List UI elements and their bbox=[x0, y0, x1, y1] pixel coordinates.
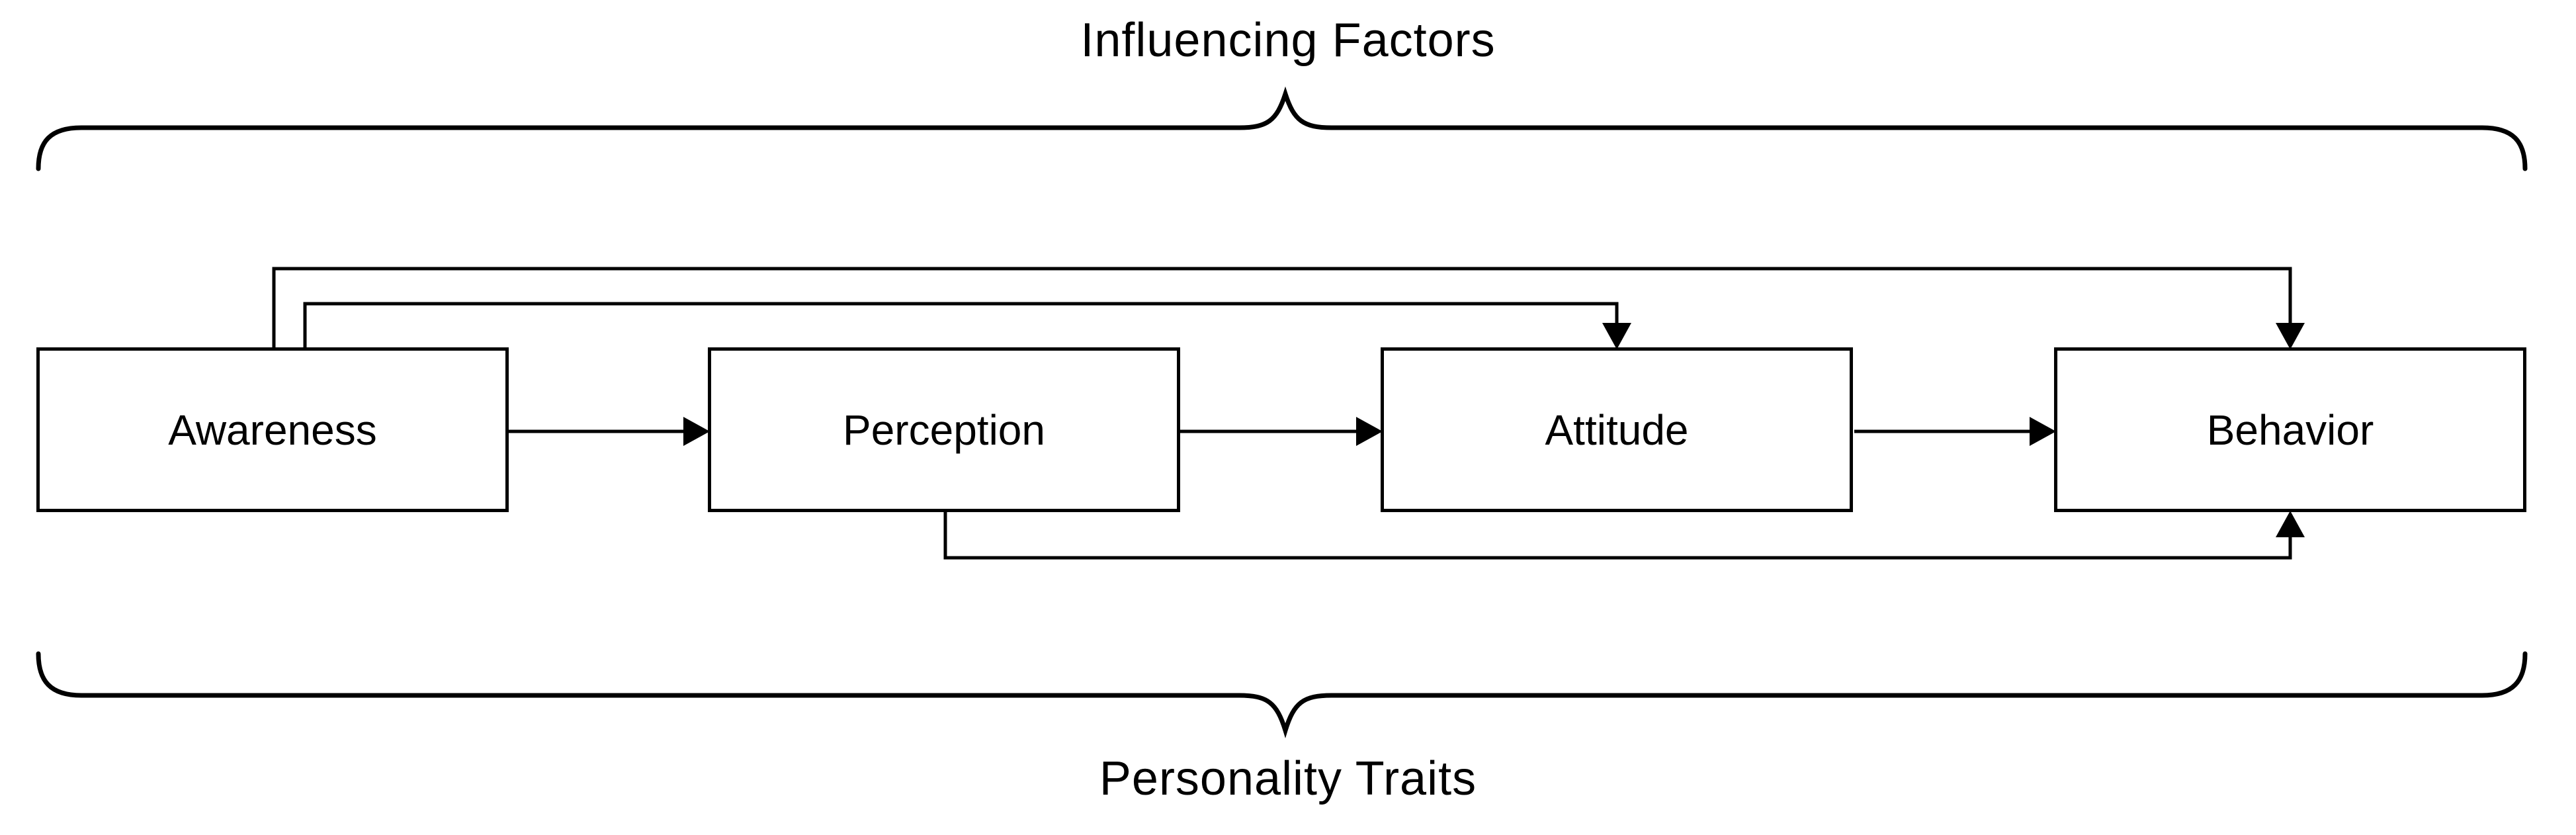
node-awareness: Awareness bbox=[36, 347, 509, 512]
node-attitude: Attitude bbox=[1381, 347, 1853, 512]
edge-awareness-attitude-top bbox=[303, 302, 1619, 349]
top-curly-brace bbox=[36, 86, 2528, 171]
arrowhead-down-icon bbox=[2276, 323, 2305, 349]
node-perception: Perception bbox=[708, 347, 1180, 512]
node-attitude-label: Attitude bbox=[1545, 406, 1689, 454]
edge-awareness-behavior-top bbox=[272, 267, 2292, 349]
edge-perception-behavior-bottom bbox=[943, 511, 2292, 560]
top-brace-label: Influencing Factors bbox=[1080, 14, 1496, 67]
node-perception-label: Perception bbox=[843, 406, 1045, 454]
node-awareness-label: Awareness bbox=[168, 406, 377, 454]
node-behavior: Behavior bbox=[2054, 347, 2526, 512]
arrowhead-up-icon bbox=[2276, 511, 2305, 537]
bottom-curly-brace bbox=[36, 651, 2528, 738]
bottom-brace-label: Personality Traits bbox=[1099, 752, 1477, 805]
node-behavior-label: Behavior bbox=[2206, 406, 2374, 454]
arrowhead-right-icon bbox=[1356, 417, 1383, 446]
arrowhead-right-icon bbox=[683, 417, 710, 446]
arrowhead-right-icon bbox=[2030, 417, 2056, 446]
arrowhead-down-icon bbox=[1602, 323, 1631, 349]
